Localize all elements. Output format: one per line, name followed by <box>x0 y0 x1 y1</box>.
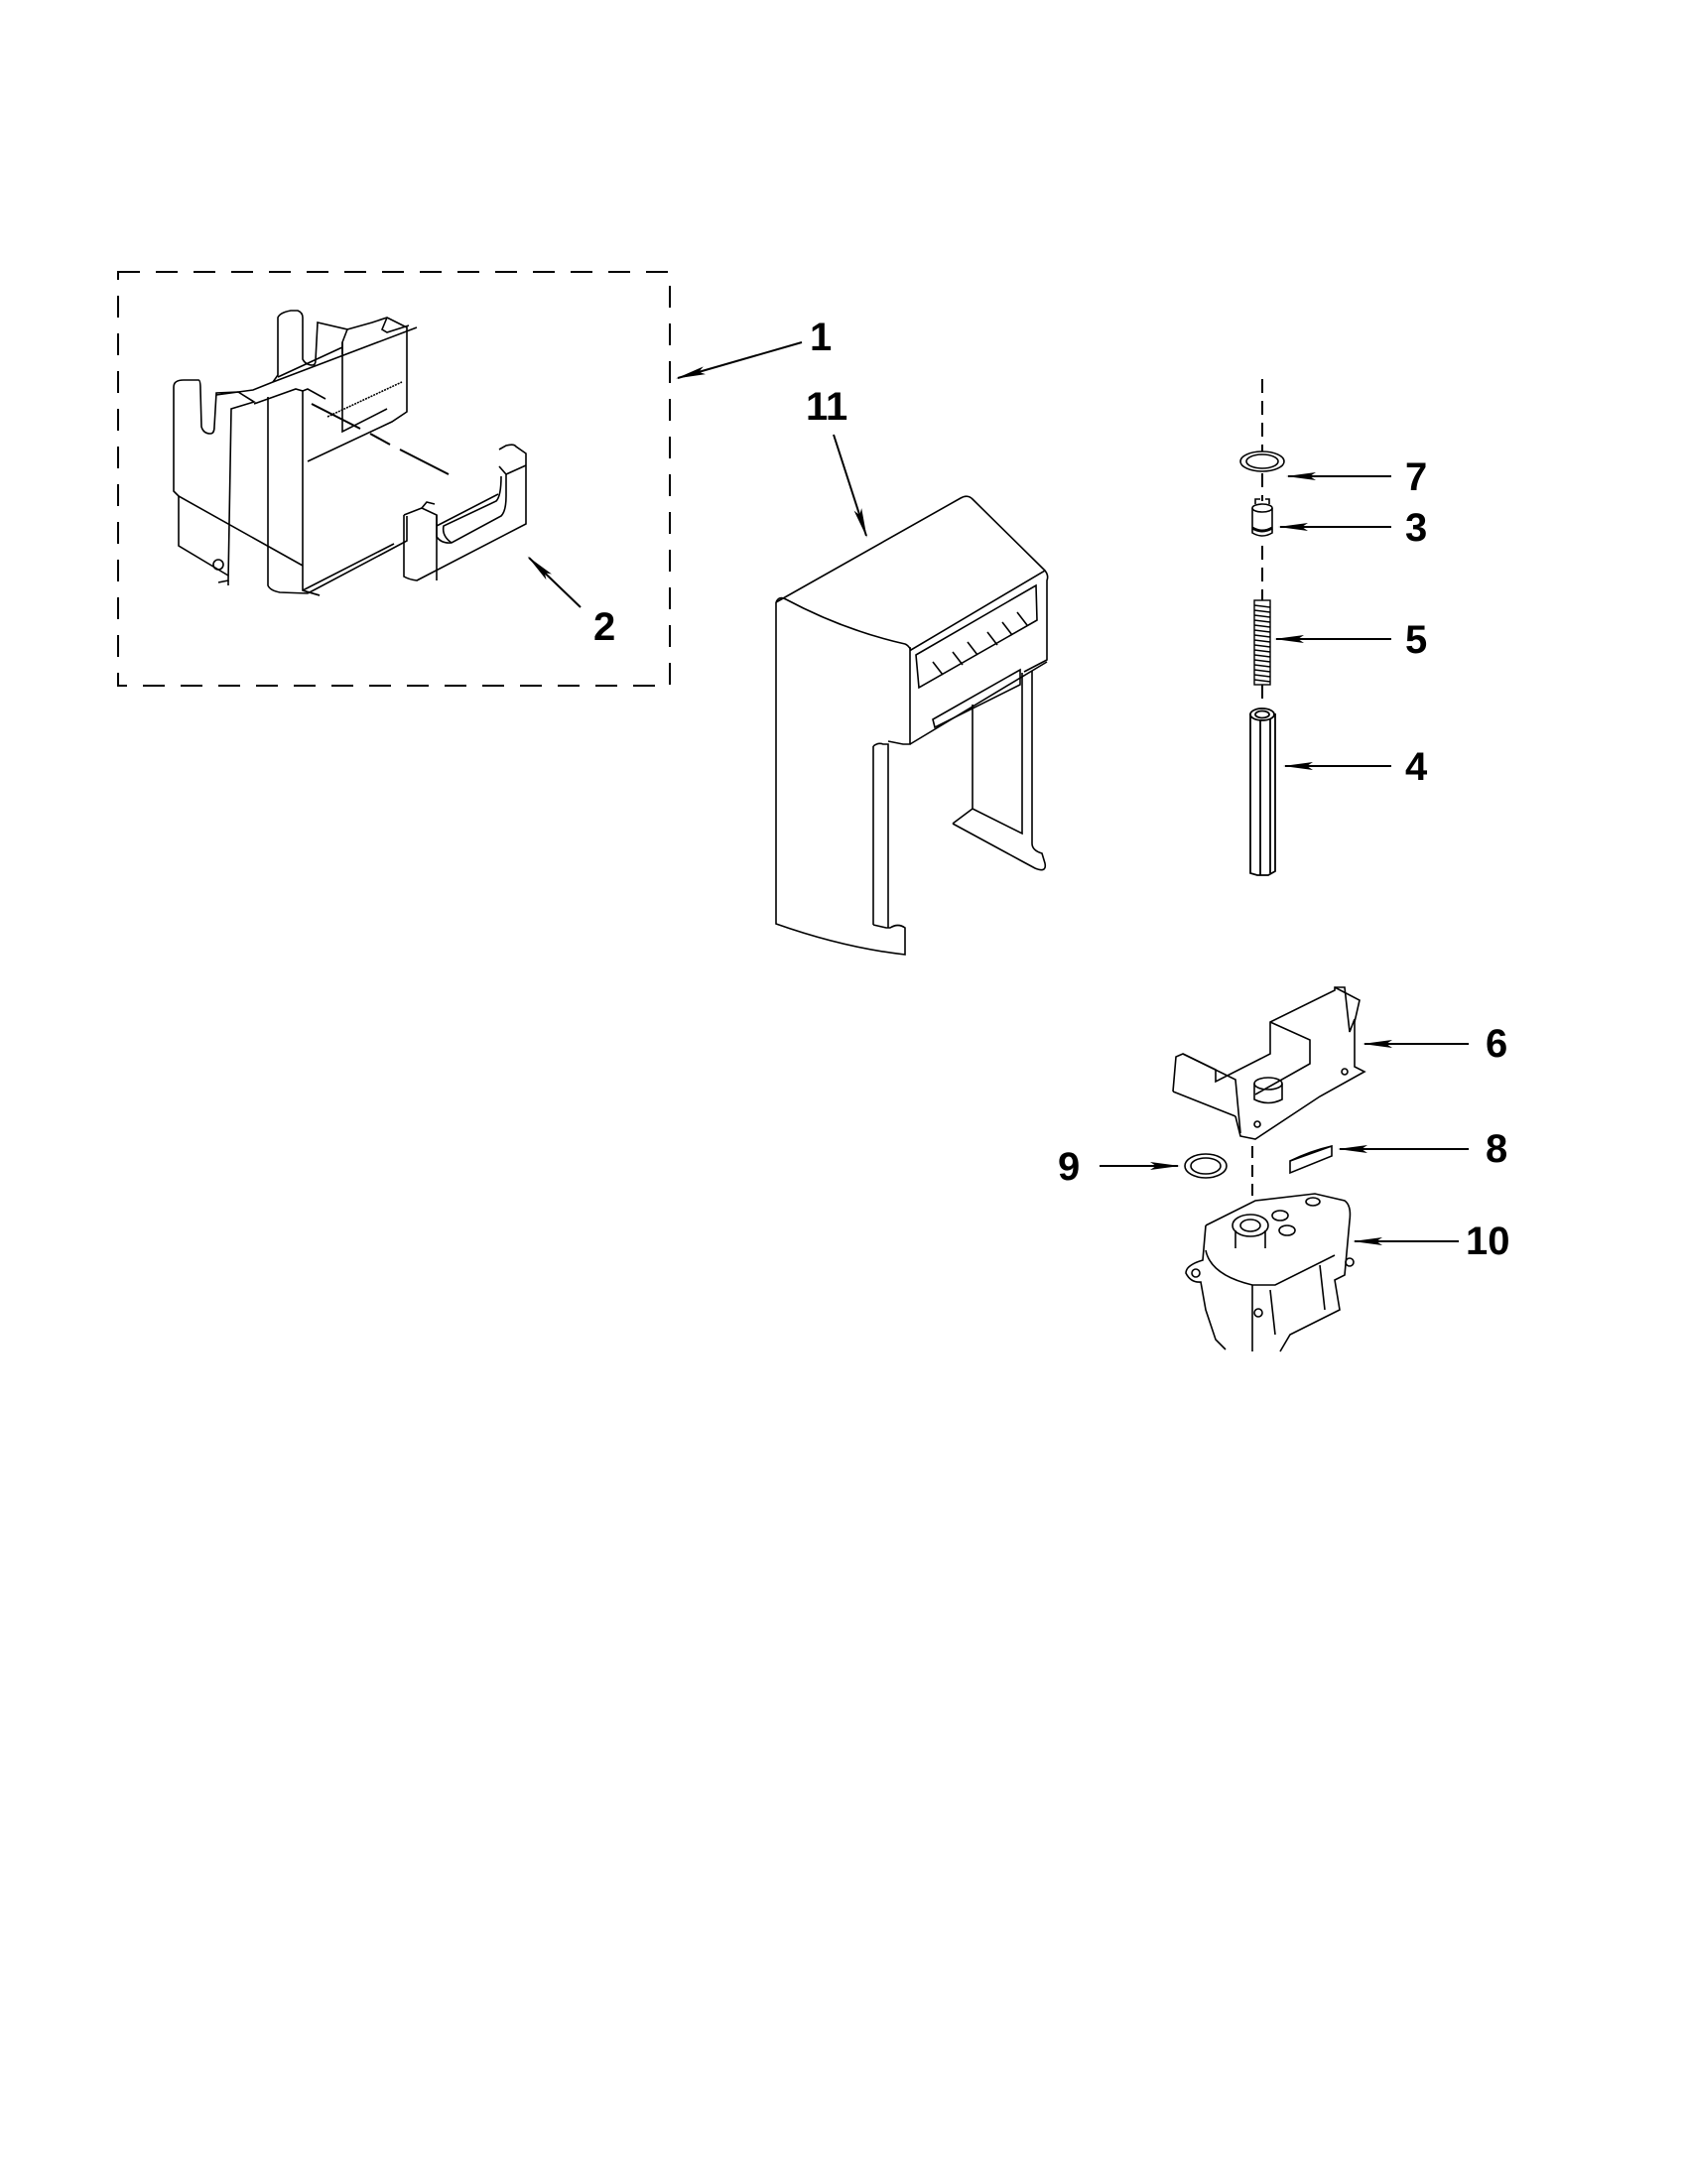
callout-9: 9 <box>1058 1145 1081 1189</box>
callout-10: 10 <box>1466 1220 1510 1263</box>
leader-1 <box>676 341 803 379</box>
callout-1: 1 <box>810 316 833 359</box>
callout-3: 3 <box>1405 506 1428 550</box>
callout-5: 5 <box>1405 618 1428 662</box>
pad-8-drawing <box>1289 1144 1333 1175</box>
callout-6: 6 <box>1486 1022 1508 1066</box>
ice-bucket-drawing <box>173 310 418 596</box>
spring-5-drawing <box>1253 599 1271 686</box>
end-cap-drawing <box>403 444 527 581</box>
callout-2: 2 <box>593 605 616 649</box>
callout-8: 8 <box>1486 1127 1508 1171</box>
bracket-6-drawing <box>1172 986 1366 1140</box>
housing-cover-drawing <box>775 495 1049 956</box>
callout-7: 7 <box>1405 455 1428 499</box>
callout-11: 11 <box>806 385 848 429</box>
alignment-line-bucket <box>311 403 450 475</box>
assembly-dashed-box <box>117 271 671 687</box>
washer-9-drawing <box>1184 1153 1228 1179</box>
hex-shaft-4-drawing <box>1249 707 1276 876</box>
motor-10-drawing <box>1185 1193 1355 1352</box>
leader-11 <box>833 434 867 538</box>
leader-2 <box>527 556 582 608</box>
washer-7-drawing <box>1239 450 1285 472</box>
leader-arrows <box>527 341 1469 1245</box>
bushing-3-drawing <box>1251 498 1273 537</box>
callout-4: 4 <box>1405 745 1428 789</box>
